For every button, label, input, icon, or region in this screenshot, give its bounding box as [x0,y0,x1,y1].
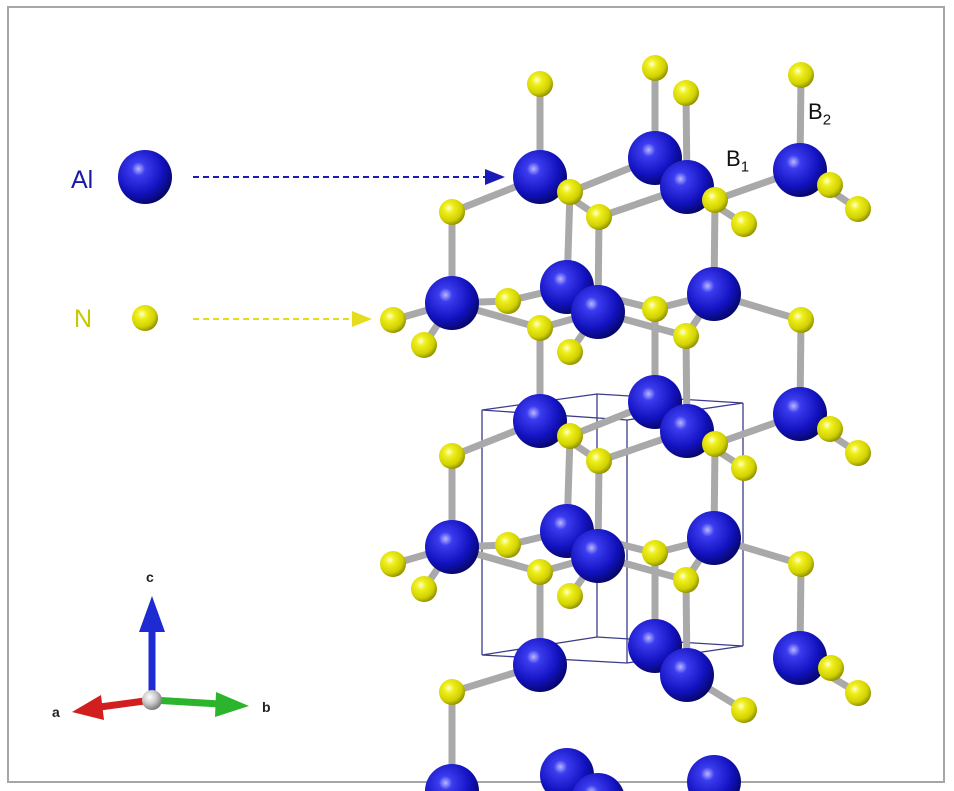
al-atom [773,143,827,197]
n-atom [788,62,814,88]
bond-label-b1: B1 [726,146,749,175]
legend-n-label: N [74,305,93,333]
n-atom [527,71,553,97]
al-atom [425,764,479,791]
n-atom [788,307,814,333]
al-atom [571,529,625,583]
n-atom [380,307,406,333]
n-atom [673,80,699,106]
bond-label-b2: B2 [808,99,831,128]
al-atom [687,511,741,565]
al-atom [513,150,567,204]
unit-cell [481,393,744,664]
al-atom [660,648,714,702]
n-atom [495,532,521,558]
al-atom [425,276,479,330]
n-atom [702,187,728,213]
n-atom [818,655,844,681]
axis-a-arrowhead [72,695,104,720]
n-atom [586,448,612,474]
al-atom [687,755,741,791]
al-atom [513,638,567,692]
al-atom [660,404,714,458]
n-atom [411,332,437,358]
n-atom [495,288,521,314]
n-atom [673,567,699,593]
axis-c-label: c [146,569,154,585]
n-atom [527,315,553,341]
axis-a-label: a [52,704,60,720]
n-atom [439,679,465,705]
n-atom [380,551,406,577]
legend-n-atom [132,305,158,331]
legend [118,150,505,331]
axis-origin [142,690,162,710]
al-atom [773,387,827,441]
n-atom [673,323,699,349]
axis-triad [72,596,249,720]
n-atom [557,583,583,609]
n-atom [845,440,871,466]
n-atom [642,296,668,322]
n-atom [788,551,814,577]
n-atom [557,179,583,205]
n-atom [731,455,757,481]
axis-b-label: b [262,699,271,715]
al-atom [773,631,827,685]
al-atom [571,285,625,339]
n-atom [702,431,728,457]
axis-b-shaft [151,696,221,708]
n-atom [411,576,437,602]
n-atom [557,423,583,449]
n-atom [527,559,553,585]
legend-al-atom [118,150,172,204]
bond-label-b2-sub: 2 [822,111,832,129]
axis-b-arrowhead [215,692,249,717]
bond-label-b2-main: B [808,99,823,124]
al-atom [660,160,714,214]
atoms [380,55,871,791]
n-atom [557,339,583,365]
n-atom [845,196,871,222]
n-atom [731,211,757,237]
al-atom [572,773,624,791]
n-atom [642,540,668,566]
n-atom [817,172,843,198]
bond-label-b1-main: B [726,146,741,171]
n-atom [586,204,612,230]
n-atom [817,416,843,442]
n-atom [642,55,668,81]
n-atom [731,697,757,723]
axis-c-arrowhead [139,596,165,632]
al-atom [687,267,741,321]
n-atom [439,199,465,225]
n-atom [845,680,871,706]
legend-al-label: Al [71,166,94,194]
al-atom [513,394,567,448]
al-atom [425,520,479,574]
bond-label-b1-sub: 1 [740,158,750,176]
n-atom [439,443,465,469]
